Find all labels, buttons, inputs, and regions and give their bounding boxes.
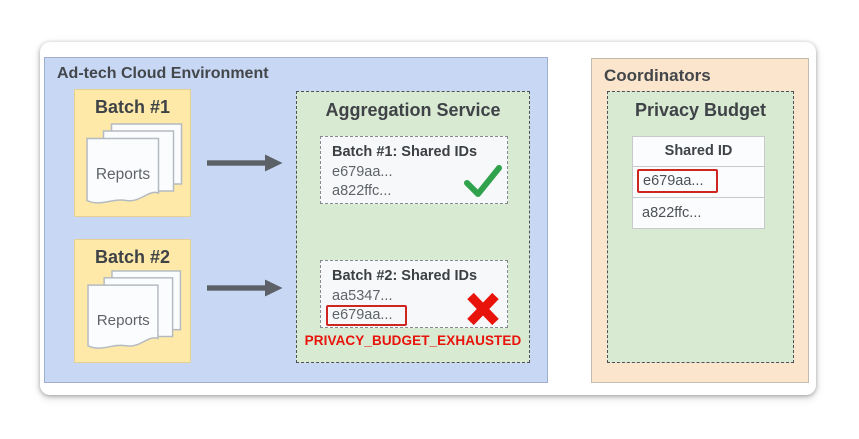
batch-1-result-heading: Batch #1: Shared IDs [332, 144, 478, 160]
reports-label: Reports [97, 312, 150, 329]
privacy-budget-box: Privacy Budget Shared ID e679aa... a822f… [607, 91, 794, 363]
batch-1-result-box: Batch #1: Shared IDs e679aa... a822ffc..… [320, 136, 508, 204]
adtech-cloud-environment-title: Ad-tech Cloud Environment [57, 65, 269, 82]
table-row: e679aa... [632, 166, 765, 198]
table-row: a822ffc... [632, 197, 765, 229]
reports-stack-icon: Reports [86, 123, 183, 204]
duplicate-id-highlight-box: e679aa... [326, 305, 408, 326]
arrow-right-icon [207, 154, 283, 172]
shared-id-value-highlighted: e679aa... [326, 305, 408, 326]
aggregation-service-box: Aggregation Service Batch #1: Shared IDs… [296, 91, 530, 363]
diagram-canvas: Ad-tech Cloud Environment Batch #1 Repor… [40, 42, 816, 395]
shared-id-value: a822ffc... [332, 183, 392, 199]
exhausted-id-highlight-box: e679aa... [637, 169, 719, 193]
privacy-budget-title: Privacy Budget [634, 100, 767, 120]
reports-stack-icon: Reports [87, 270, 182, 349]
privacy-budget-exhausted-label: PRIVACY_BUDGET_EXHAUSTED [304, 333, 522, 348]
shared-id-value: aa5347... [332, 288, 393, 304]
batch-2-box: Batch #2 Reports [74, 239, 191, 363]
coordinators-title: Coordinators [604, 66, 711, 85]
arrow-right-icon [207, 279, 283, 297]
batch-1-box: Batch #1 Reports [74, 89, 191, 217]
check-icon [464, 165, 502, 197]
cross-icon [467, 293, 499, 325]
batch-2-result-heading: Batch #2: Shared IDs [332, 268, 478, 284]
batch-2-result-box: Batch #2: Shared IDs aa5347... e679aa... [320, 260, 508, 328]
adtech-cloud-environment-box: Ad-tech Cloud Environment Batch #1 Repor… [44, 57, 548, 383]
shared-id-value: e679aa... [332, 164, 393, 180]
batch-1-label: Batch #1 [94, 97, 171, 117]
shared-id-table: Shared ID e679aa... a822ffc... [632, 136, 765, 229]
batch-2-label: Batch #2 [94, 247, 171, 267]
aggregation-service-title: Aggregation Service [325, 100, 501, 120]
shared-id-table-header: Shared ID [632, 136, 765, 167]
reports-label: Reports [96, 166, 151, 183]
coordinators-box: Coordinators Privacy Budget Shared ID e6… [591, 58, 809, 383]
